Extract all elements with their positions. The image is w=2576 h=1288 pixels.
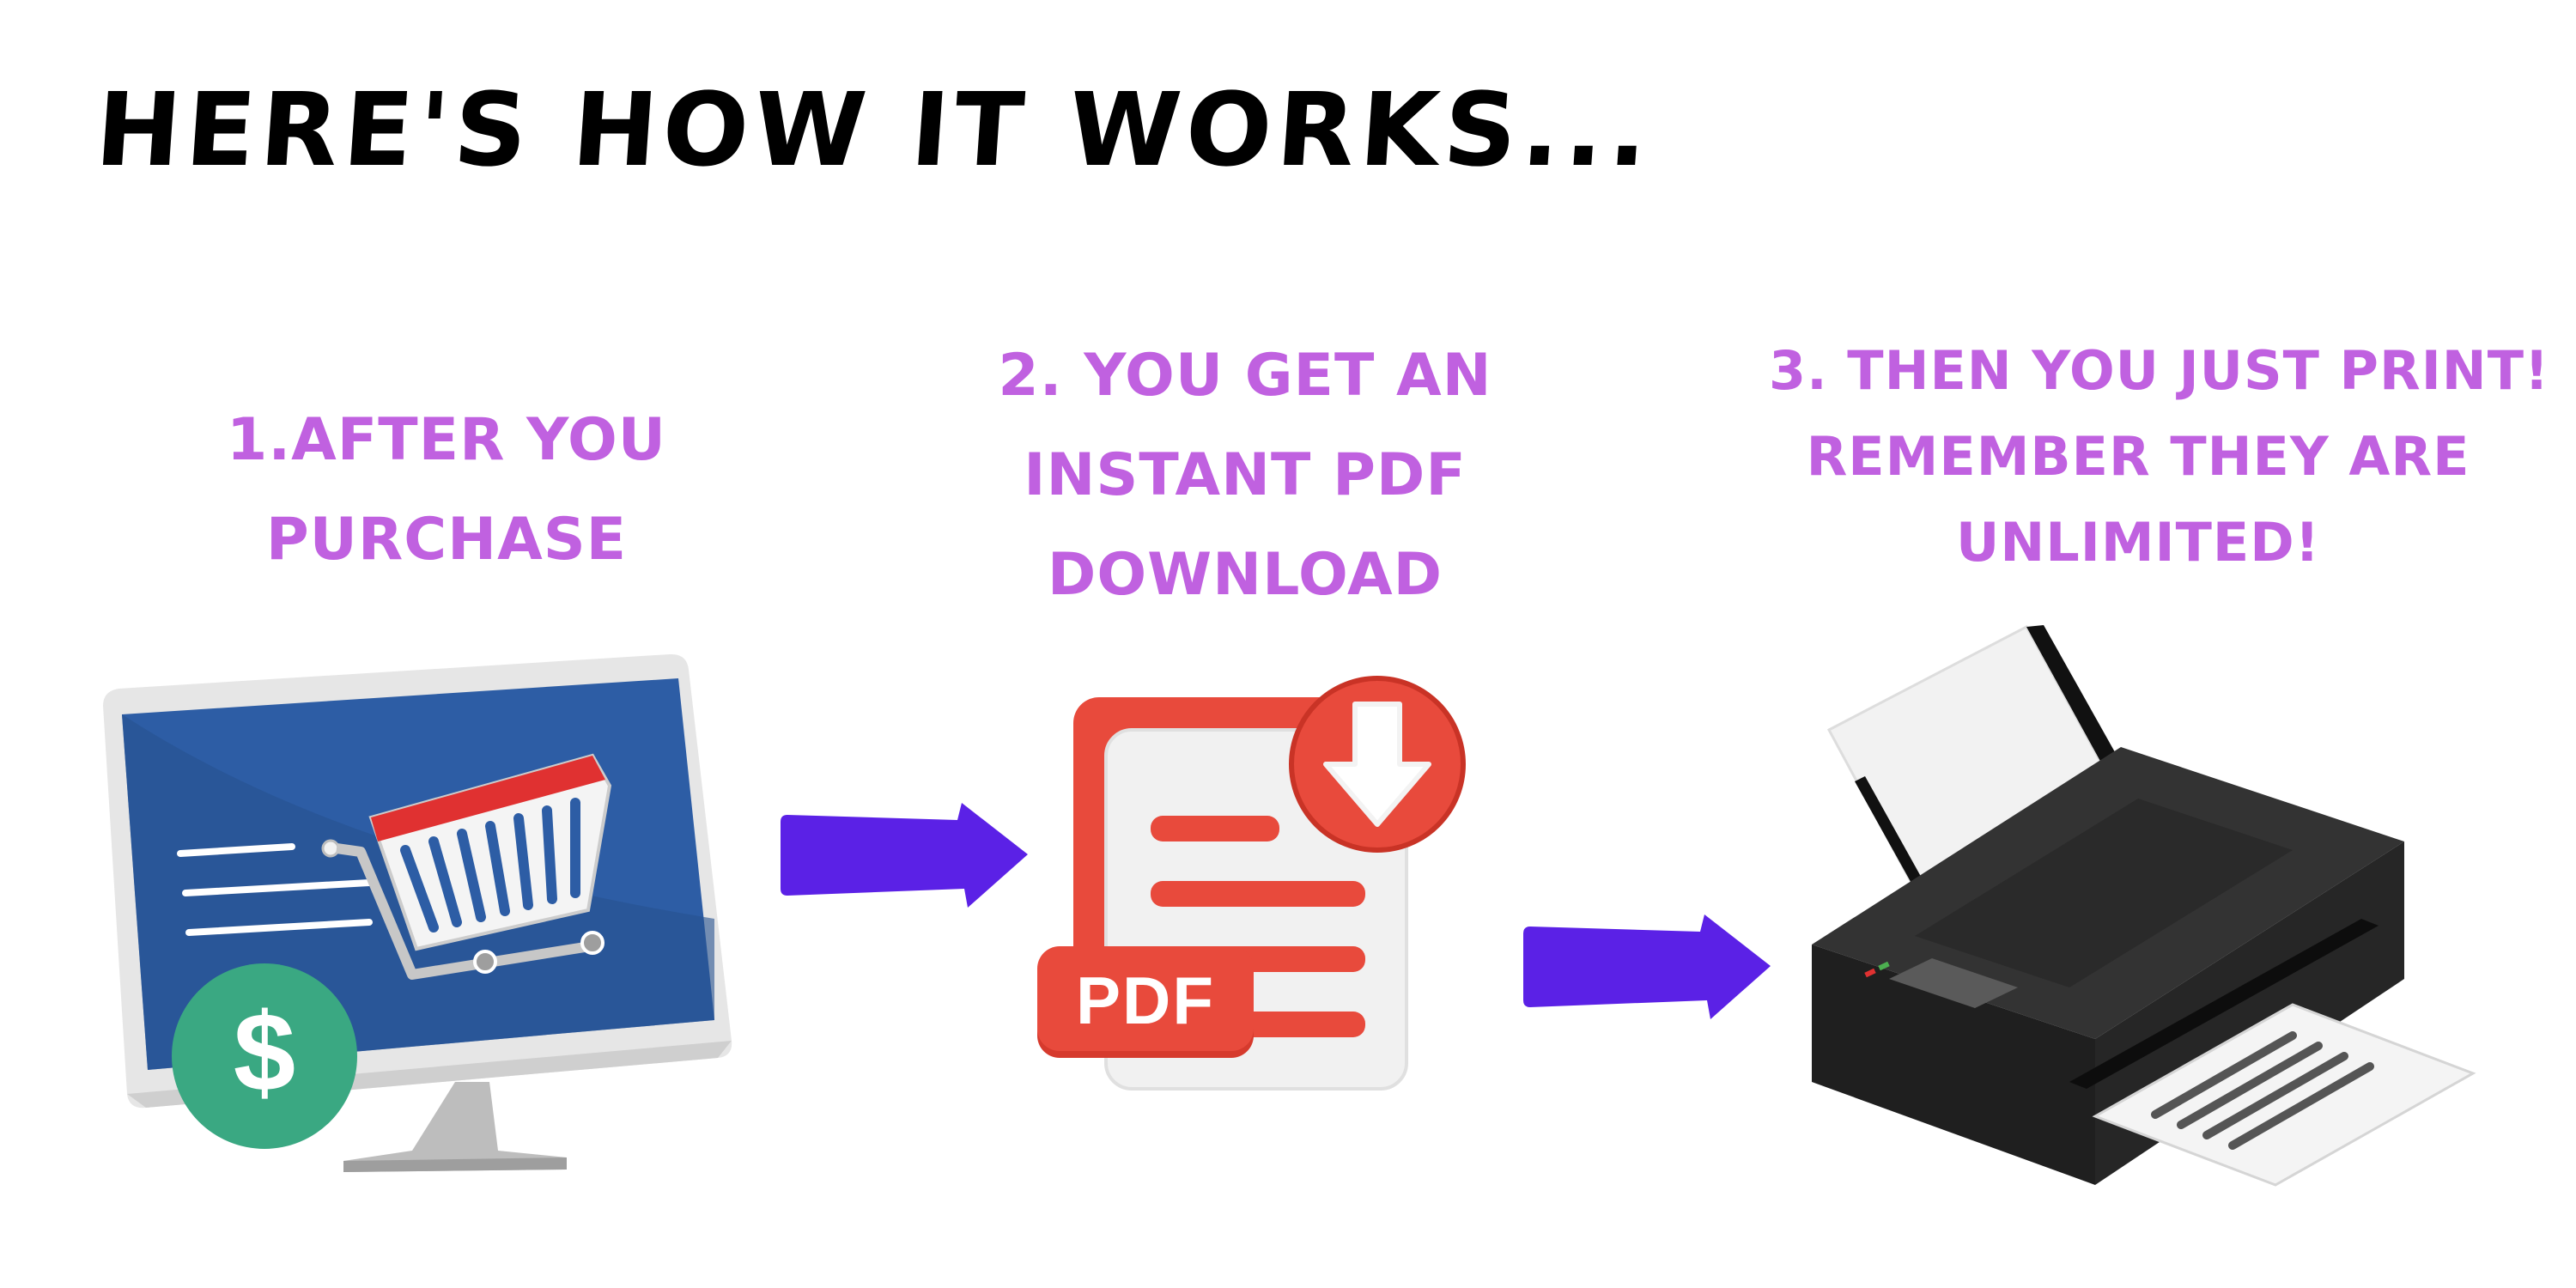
svg-text:PDF: PDF bbox=[1076, 963, 1215, 1038]
computer-shopping-cart-icon: $ bbox=[103, 653, 732, 1172]
shopping-cart-icon bbox=[321, 753, 612, 980]
step-3-line-2: REMEMBER THEY ARE bbox=[1806, 425, 2470, 488]
download-arrow-icon bbox=[1289, 676, 1466, 853]
pdf-download-icon: PDF bbox=[1037, 676, 1466, 1091]
printer-icon bbox=[1812, 624, 2476, 1187]
right-arrow-icon bbox=[781, 803, 1028, 908]
step-1-line-1: 1.AFTER YOU bbox=[227, 406, 666, 474]
right-arrow-icon-2 bbox=[1523, 914, 1771, 1019]
step-2-line-3: DOWNLOAD bbox=[1047, 541, 1443, 609]
step-2-caption: 2. YOU GET AN INSTANT PDF DOWNLOAD bbox=[979, 326, 1511, 625]
step-2-line-1: 2. YOU GET AN bbox=[998, 342, 1492, 410]
step-1-line-2: PURCHASE bbox=[265, 506, 628, 574]
step-2-line-2: INSTANT PDF bbox=[1024, 441, 1467, 509]
step-3-caption: 3. THEN YOU JUST PRINT! REMEMBER THEY AR… bbox=[1769, 328, 2550, 586]
svg-text:$: $ bbox=[234, 989, 295, 1115]
step-3-line-1: 3. THEN YOU JUST PRINT! bbox=[1769, 339, 2550, 402]
step-1-caption: 1.AFTER YOU PURCHASE bbox=[189, 391, 704, 590]
dollar-coin-icon: $ bbox=[172, 963, 357, 1149]
step-3-line-3: UNLIMITED! bbox=[1956, 511, 2320, 574]
page-title: HERE'S HOW IT WORKS... bbox=[92, 70, 1657, 189]
